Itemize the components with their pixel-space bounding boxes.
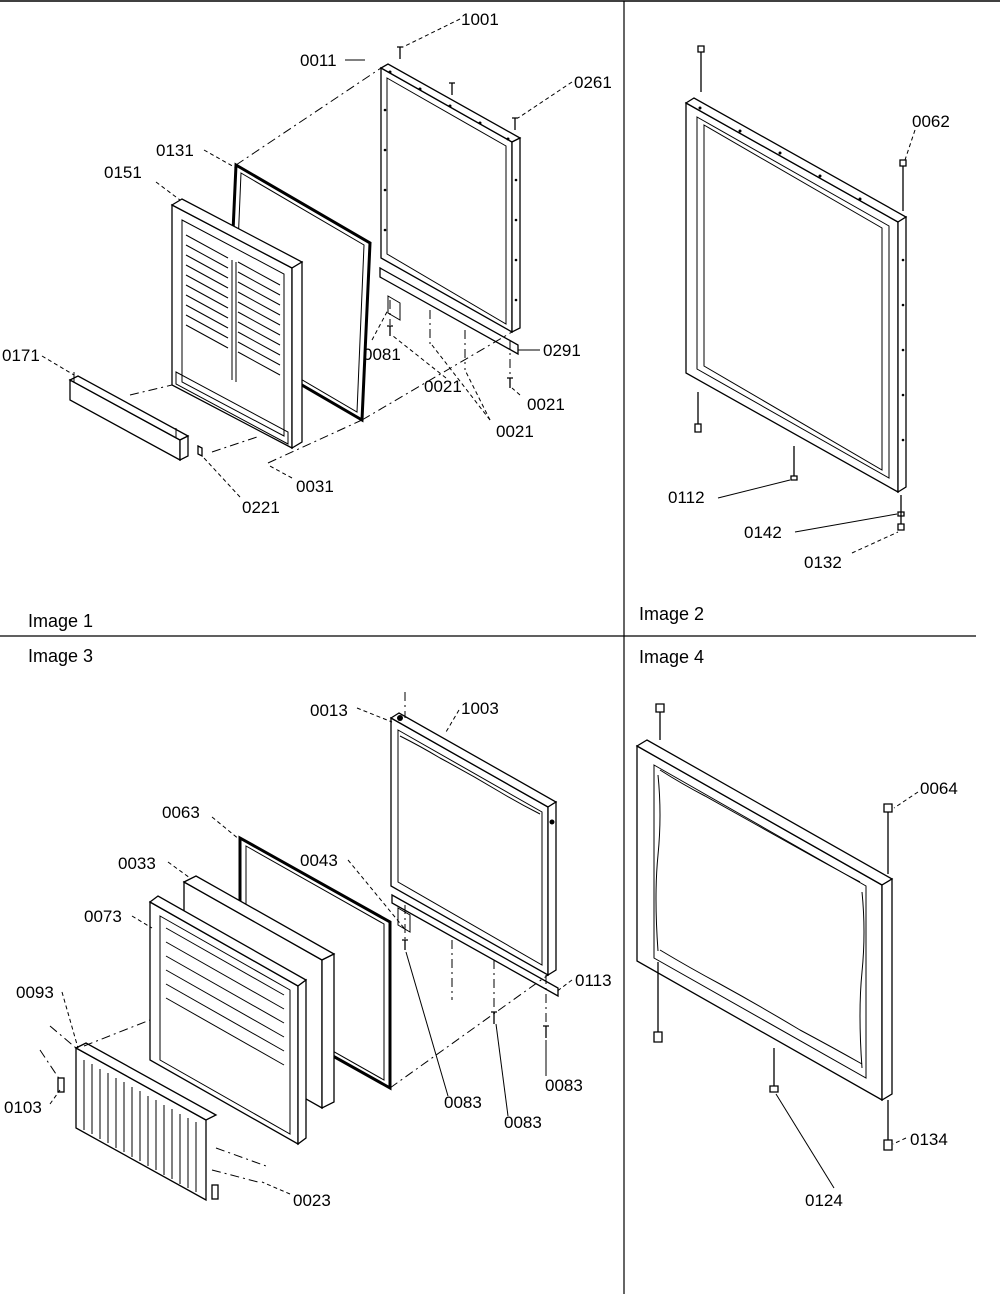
label-0112: 0112 (668, 488, 705, 507)
image-1-panel: 1001 0011 0261 0131 0151 0171 0081 0291 … (2, 10, 612, 631)
label-0081: 0081 (363, 345, 401, 364)
labels-1: 1001 0011 0261 0131 0151 0171 0081 0291 … (2, 10, 612, 517)
label-0131: 0131 (156, 141, 194, 160)
label-1001: 1001 (461, 10, 499, 29)
label-0031: 0031 (296, 477, 334, 496)
clips-3 (57, 1077, 219, 1200)
caption-image-3: Image 3 (28, 646, 93, 666)
label-0124: 0124 (805, 1191, 843, 1210)
label-0134: 0134 (910, 1130, 948, 1149)
screws-1 (387, 46, 518, 388)
outer-door-panel-3 (389, 712, 559, 998)
label-0063: 0063 (162, 803, 200, 822)
door-bin-1 (68, 372, 190, 462)
label-0073: 0073 (84, 907, 122, 926)
label-1003: 1003 (461, 699, 499, 718)
label-0142: 0142 (744, 523, 782, 542)
labels-4: 0064 0134 0124 (805, 779, 958, 1210)
label-0062: 0062 (912, 112, 950, 131)
labels-2: 0062 0112 0142 0132 (668, 112, 950, 572)
label-0103: 0103 (4, 1098, 42, 1117)
caption-image-4: Image 4 (639, 647, 704, 667)
explode-lines-1 (129, 67, 513, 464)
label-0013: 0013 (310, 701, 348, 720)
label-0021-b: 0021 (527, 395, 565, 414)
door-frame-4 (635, 739, 894, 1102)
label-0011: 0011 (300, 51, 337, 70)
labels-3: 0013 1003 0063 0033 0043 0073 0093 0113 … (4, 699, 612, 1210)
label-0221: 0221 (242, 498, 280, 517)
leaders-2 (717, 129, 916, 554)
label-0021-a: 0021 (424, 377, 462, 396)
label-0043: 0043 (300, 851, 338, 870)
label-0171: 0171 (2, 346, 40, 365)
label-0083-a: 0083 (545, 1076, 583, 1095)
image-4-panel: Image 4 0064 0134 0124 (635, 647, 958, 1210)
label-0033: 0033 (118, 854, 156, 873)
leaders-3 (49, 707, 573, 1195)
inner-liner-1 (170, 198, 304, 450)
hinge-pins-2 (694, 45, 907, 531)
label-0023: 0023 (293, 1191, 331, 1210)
label-0083-c: 0083 (504, 1113, 542, 1132)
label-0291: 0291 (543, 341, 581, 360)
label-0064: 0064 (920, 779, 958, 798)
caption-image-2: Image 2 (639, 604, 704, 624)
inner-liner-3 (148, 895, 308, 1146)
label-0021-c: 0021 (496, 422, 534, 441)
leaders-4 (775, 791, 919, 1189)
image-3-panel: Image 3 (4, 646, 612, 1210)
label-0151: 0151 (104, 163, 142, 182)
image-2-panel: 0062 0112 0142 0132 Image 2 (639, 45, 950, 624)
label-0132: 0132 (804, 553, 842, 572)
label-0261: 0261 (574, 73, 612, 92)
label-0093: 0093 (16, 983, 54, 1002)
leaders-1 (41, 18, 573, 498)
explode-lines-3 (39, 692, 549, 1183)
label-0113: 0113 (575, 971, 612, 990)
label-0083-b: 0083 (444, 1093, 482, 1112)
caption-image-1: Image 1 (28, 611, 93, 631)
door-frame-2 (684, 97, 908, 494)
hinge-pins-4 (653, 703, 893, 1151)
outer-door-panel-1 (379, 63, 522, 356)
basket-3 (74, 1042, 218, 1202)
clip-1 (197, 444, 203, 458)
